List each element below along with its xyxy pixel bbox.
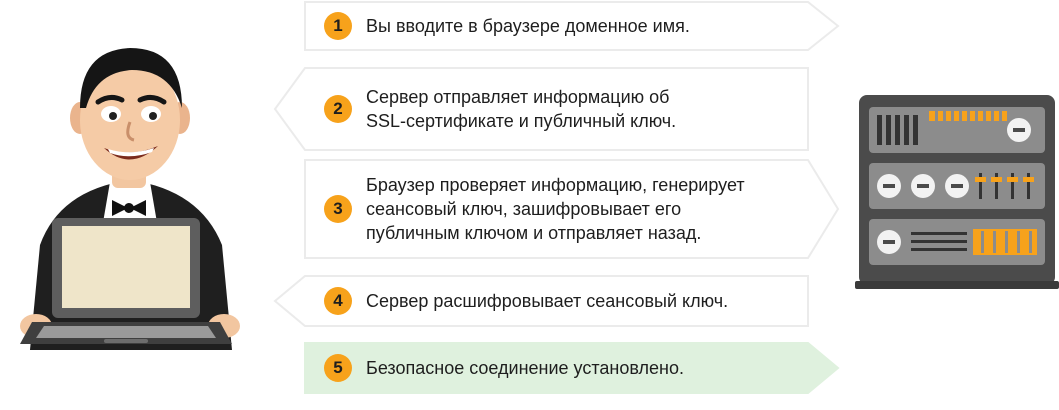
step-badge-3 <box>324 195 352 223</box>
server-rack-icon <box>855 95 1059 289</box>
step-5-text-line: Безопасное соединение установлено. <box>366 358 684 378</box>
step-number-5: 5 <box>333 358 343 377</box>
step-badge-2 <box>324 95 352 123</box>
step-number-2: 2 <box>333 99 343 118</box>
man-with-laptop-icon <box>20 48 240 350</box>
step-badge-1 <box>324 12 352 40</box>
step-2-text-line: Сервер отправляет информацию об <box>366 87 670 107</box>
step-3-text-line: публичным ключом и отправляет назад. <box>366 223 702 243</box>
step-panel-5 <box>304 342 840 394</box>
step-number-1: 1 <box>333 16 343 35</box>
step-badge-5 <box>324 354 352 382</box>
step-2-text-line: SSL-сертификате и публичный ключ. <box>366 111 677 131</box>
step-number-4: 4 <box>333 291 343 310</box>
step-4-text-line: Сервер расшифровывает сеансовый ключ. <box>366 291 729 311</box>
step-3-text-line: Браузер проверяет информацию, генерирует <box>366 175 745 195</box>
step-panel-2 <box>273 67 809 151</box>
step-3-text-line: сеансовый ключ, зашифровывает его <box>366 199 682 219</box>
step-panel-3 <box>304 159 840 259</box>
step-panel-1 <box>304 0 840 51</box>
step-number-3: 3 <box>333 199 343 218</box>
step-badge-4 <box>324 287 352 315</box>
step-1-text-line: Вы вводите в браузере доменное имя. <box>366 16 690 36</box>
step-panel-4 <box>273 275 809 327</box>
